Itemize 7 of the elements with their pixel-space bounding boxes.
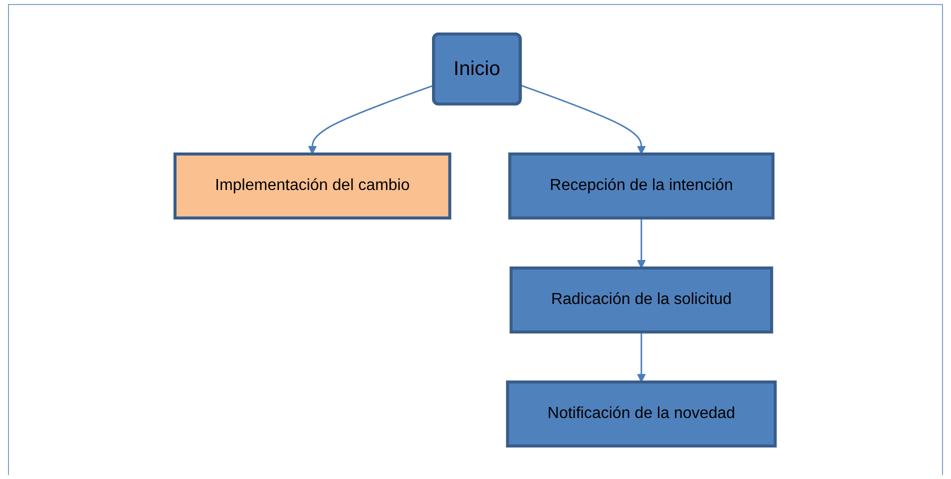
node-box: Notificación de la novedad: [506, 380, 778, 448]
node-box: Implementación del cambio: [174, 152, 452, 220]
arrow: [637, 332, 646, 382]
arrow: [520, 84, 646, 154]
node-box: Recepción de la intención: [508, 152, 775, 220]
arrow: [637, 218, 646, 268]
node-box: Radicación de la solicitud: [510, 266, 774, 334]
